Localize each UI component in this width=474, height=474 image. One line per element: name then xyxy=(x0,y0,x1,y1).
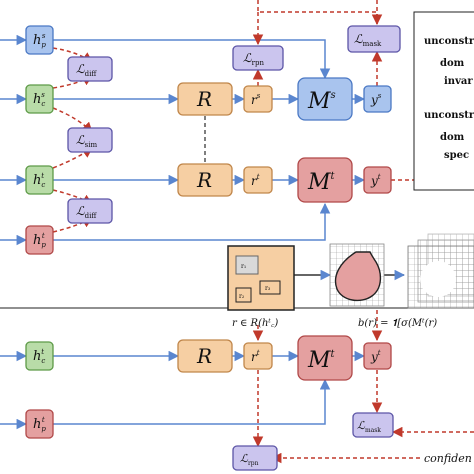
label-b-y-t: yt xyxy=(370,349,381,364)
box-R-s xyxy=(177,82,233,116)
label-b-M-t: Mt xyxy=(307,348,336,373)
proposal-r2-label: r₂ xyxy=(239,293,245,300)
box-l-diff-1 xyxy=(67,56,113,82)
box-b-ht-p xyxy=(25,409,54,439)
label-l-sim: ℒsim xyxy=(76,133,97,149)
label-r-s: rs xyxy=(251,92,261,107)
proposal-r3-label: r₃ xyxy=(265,285,271,292)
proposal-r2 xyxy=(235,287,252,303)
label-l-mask: ℒmask xyxy=(354,32,382,48)
inset-caption-left: r ∈ R(hᵗ꜀) xyxy=(232,318,278,329)
label-ht-c: hct xyxy=(33,172,45,189)
box-b-r-t xyxy=(243,342,273,370)
label-hs-c: hcs xyxy=(33,91,45,108)
mask-blob xyxy=(334,251,382,302)
box-l-rpn xyxy=(232,45,284,71)
box-b-l-mask xyxy=(352,412,394,438)
label-b-ht-c: hct xyxy=(33,348,45,365)
node-labels: hps hcs hct hpt ℒdiff ℒsim ℒdiff ℒrpn ℒm… xyxy=(33,32,382,467)
box-l-mask xyxy=(347,25,401,53)
legend-line-4: unconstr xyxy=(424,110,474,121)
label-ht-p: hpt xyxy=(33,232,46,249)
box-b-y-t xyxy=(363,342,392,370)
edge-top-loop xyxy=(257,0,383,26)
label-b-r-t: rt xyxy=(251,349,260,364)
box-hs-p xyxy=(25,25,54,55)
label-y-s: ys xyxy=(370,92,382,107)
label-b-R: R xyxy=(196,344,212,368)
label-R-t: R xyxy=(196,168,212,192)
proposal-r1 xyxy=(235,255,259,275)
proposal-r1-label: r₁ xyxy=(241,263,246,270)
edge-ht-c-to-lsim xyxy=(52,147,93,169)
label-b-l-mask: ℒmask xyxy=(357,419,381,434)
label-l-diff-1: ℒdiff xyxy=(76,62,97,78)
label-l-rpn: ℒrpn xyxy=(243,51,264,67)
label-r-t: rt xyxy=(251,173,260,188)
box-b-M-t xyxy=(297,335,353,381)
box-b-ht-c xyxy=(25,341,54,371)
legend-line-6: spec xyxy=(444,150,469,161)
box-b-l-rpn xyxy=(232,445,278,471)
inset-proposals: r₁ r₃ r₂ r ∈ R(hᵗ꜀) b(r) = 𝟏[σ(Mᵗ(r) xyxy=(227,233,474,329)
legend-line-2: dom xyxy=(440,58,465,69)
box-r-s xyxy=(243,85,273,113)
legend-box: unconstr dom invar unconstr dom spec xyxy=(413,11,474,191)
label-hs-p: hps xyxy=(33,32,46,49)
label-M-s: Ms xyxy=(307,89,336,114)
proposal-r3 xyxy=(259,280,281,295)
node-boxes xyxy=(25,25,401,471)
label-l-diff-2: ℒdiff xyxy=(76,204,97,220)
box-ht-c xyxy=(25,165,54,195)
label-b-ht-p: hpt xyxy=(33,416,46,433)
edge-ht-p-to-Mt xyxy=(53,202,331,241)
label-R-s: R xyxy=(196,87,212,111)
inset-caption-right: b(r) = 𝟏[σ(Mᵗ(r) xyxy=(358,318,437,329)
edge-b-ht-p-to-Mt xyxy=(53,378,331,425)
legend-line-1: unconstr xyxy=(424,36,474,47)
box-ht-p xyxy=(25,225,54,255)
legend-line-3: invar xyxy=(444,76,473,87)
label-b-l-rpn: ℒrpn xyxy=(240,452,259,467)
legend-line-5: dom xyxy=(440,132,465,143)
edge-hs-p-to-Ms xyxy=(53,39,331,80)
box-b-R xyxy=(177,339,233,373)
box-M-t xyxy=(297,157,353,203)
mask-stack-blob xyxy=(420,261,456,297)
label-y-t: yt xyxy=(370,173,381,188)
box-M-s xyxy=(297,77,353,121)
box-R-t xyxy=(177,163,233,197)
confidence-label: confiden xyxy=(424,452,472,465)
box-l-diff-2 xyxy=(67,198,113,224)
box-y-t xyxy=(363,166,392,194)
box-l-sim xyxy=(67,127,113,153)
label-M-t: Mt xyxy=(307,170,336,195)
box-y-s xyxy=(363,85,392,113)
box-r-t xyxy=(243,166,273,194)
box-hs-c xyxy=(25,84,54,114)
